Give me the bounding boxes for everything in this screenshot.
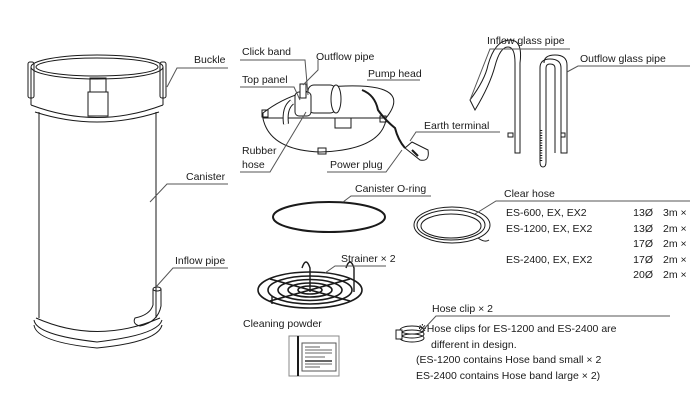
qty-cell: 2m × 1 xyxy=(663,269,690,281)
o-ring-illustration xyxy=(272,201,386,233)
inflow-pipe-leader xyxy=(155,267,228,288)
diameter-cell: 20Ø xyxy=(633,269,653,281)
outflow-pipe-leader xyxy=(302,60,319,86)
table-row: ES-1200, EX, EX2 13Ø 2m × 1 xyxy=(506,222,690,238)
label-cleaning-powder: Cleaning powder xyxy=(243,318,322,330)
strainer-leader xyxy=(324,265,386,274)
note-line-1: ※Hose clips for ES-1200 and ES-2400 are xyxy=(418,323,617,335)
qty-cell: 2m × 1 xyxy=(663,253,690,266)
inflow-glass-pipe-leader xyxy=(469,48,570,101)
label-rubber-hose-2: hose xyxy=(242,159,265,171)
strainer-illustration xyxy=(257,261,363,309)
label-clear-hose: Clear hose xyxy=(504,188,555,200)
clear-hose-leader xyxy=(474,200,690,215)
label-inflow-glass-pipe: Inflow glass pipe xyxy=(487,35,565,47)
label-buckle: Buckle xyxy=(194,54,226,66)
diameter-cell: 17Ø xyxy=(633,253,653,266)
label-hose-clip: Hose clip × 2 xyxy=(432,303,493,315)
model-cell xyxy=(506,268,613,284)
top-panel-leader xyxy=(240,86,301,101)
note-line-2: different in design. xyxy=(431,338,517,351)
o-ring-leader xyxy=(342,195,431,203)
rubber-hose-leader xyxy=(240,111,307,173)
model-cell: ES-2400, EX, EX2 xyxy=(506,253,593,266)
table-row: ES-2400, EX, EX2 17Ø 2m × 1 xyxy=(506,253,690,269)
hose-clip-illustration xyxy=(395,325,425,343)
label-canister: Canister xyxy=(186,171,226,183)
note-line-3: (ES-1200 contains Hose band small × 2 xyxy=(416,354,602,366)
table-row: 17Ø 2m × 1 xyxy=(506,237,690,253)
inflow-glass-pipe-illustration xyxy=(469,39,521,154)
label-outflow-glass-pipe: Outflow glass pipe xyxy=(580,53,666,65)
label-inflow-pipe: Inflow pipe xyxy=(175,255,226,267)
diameter-cell: 13Ø xyxy=(633,207,653,219)
power-cord-illustration xyxy=(361,89,429,161)
table-row: 20Ø 2m × 1 xyxy=(506,268,690,284)
label-power-plug: Power plug xyxy=(330,159,383,171)
label-pump-head: Pump head xyxy=(368,68,422,80)
canister-illustration xyxy=(27,54,167,349)
qty-cell: 3m × 1 xyxy=(663,207,690,219)
diameter-cell: 17Ø xyxy=(633,238,653,250)
label-rubber-hose-1: Rubber xyxy=(242,145,277,157)
label-top-panel: Top panel xyxy=(242,74,288,86)
hose-clip-leader xyxy=(422,315,670,331)
clear-hose-table: ES-600, EX, EX2 13Ø 3m × 1 ES-1200, EX, … xyxy=(506,206,690,284)
earth-terminal-leader xyxy=(409,131,500,142)
cleaning-powder-sachet xyxy=(288,335,340,377)
outflow-glass-pipe-illustration xyxy=(539,54,568,168)
label-earth-terminal: Earth terminal xyxy=(424,120,490,132)
model-cell: ES-1200, EX, EX2 xyxy=(506,222,593,235)
clear-hose-illustration xyxy=(413,206,491,244)
label-click-band: Click band xyxy=(242,46,292,58)
hose-clip-note: ※Hose clips for ES-1200 and ES-2400 are … xyxy=(416,322,617,384)
click-band-leader xyxy=(240,59,309,96)
outflow-glass-pipe-leader xyxy=(566,65,690,73)
pump-head-illustration xyxy=(282,83,352,129)
power-plug-leader xyxy=(327,149,403,173)
qty-cell: 2m × 1 xyxy=(663,222,690,235)
top-panel-illustration xyxy=(261,85,395,155)
label-strainer: Strainer × 2 xyxy=(341,253,396,265)
label-outflow-pipe: Outflow pipe xyxy=(316,51,375,63)
note-line-4: ES-2400 contains Hose band large × 2) xyxy=(416,369,601,382)
qty-cell: 2m × 1 xyxy=(663,238,690,250)
label-canister-o-ring: Canister O-ring xyxy=(355,183,427,195)
canister-leader xyxy=(149,183,228,203)
diameter-cell: 13Ø xyxy=(633,222,653,235)
model-cell: ES-600, EX, EX2 xyxy=(506,207,587,219)
model-cell xyxy=(506,237,613,253)
table-row: ES-600, EX, EX2 13Ø 3m × 1 xyxy=(506,206,690,222)
buckle-leader xyxy=(166,67,228,88)
